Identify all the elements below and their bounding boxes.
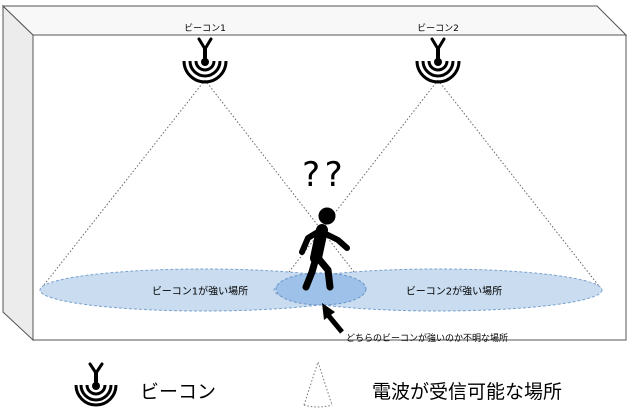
overlap-zone [275, 272, 367, 306]
legend-range-label: 電波が受信可能な場所 [372, 381, 563, 403]
pointer-arrow-icon [322, 303, 344, 334]
left-wall [2, 4, 34, 342]
legend-beacon-label: ビーコン [140, 381, 217, 403]
beacon1-label: ビーコン1 [184, 24, 226, 34]
zone2-label: ビーコン2が強い場所 [405, 286, 503, 298]
beacon2-icon [415, 37, 461, 84]
unknown-area-label: どちらのビーコンが強いのか不明な場所 [346, 334, 509, 344]
zone1-label: ビーコン1が強い場所 [151, 286, 249, 298]
legend-beacon-icon [74, 362, 118, 407]
legend-range-icon [303, 360, 333, 408]
signal-cone-beacon2 [274, 79, 603, 291]
walking-person-icon [299, 207, 350, 291]
beacon1-icon [182, 37, 228, 84]
ceiling-edge [1, 5, 627, 36]
beacon2-label: ビーコン2 [417, 24, 459, 34]
signal-cone-beacon1 [39, 79, 369, 291]
question-marks: ?? [300, 155, 346, 195]
